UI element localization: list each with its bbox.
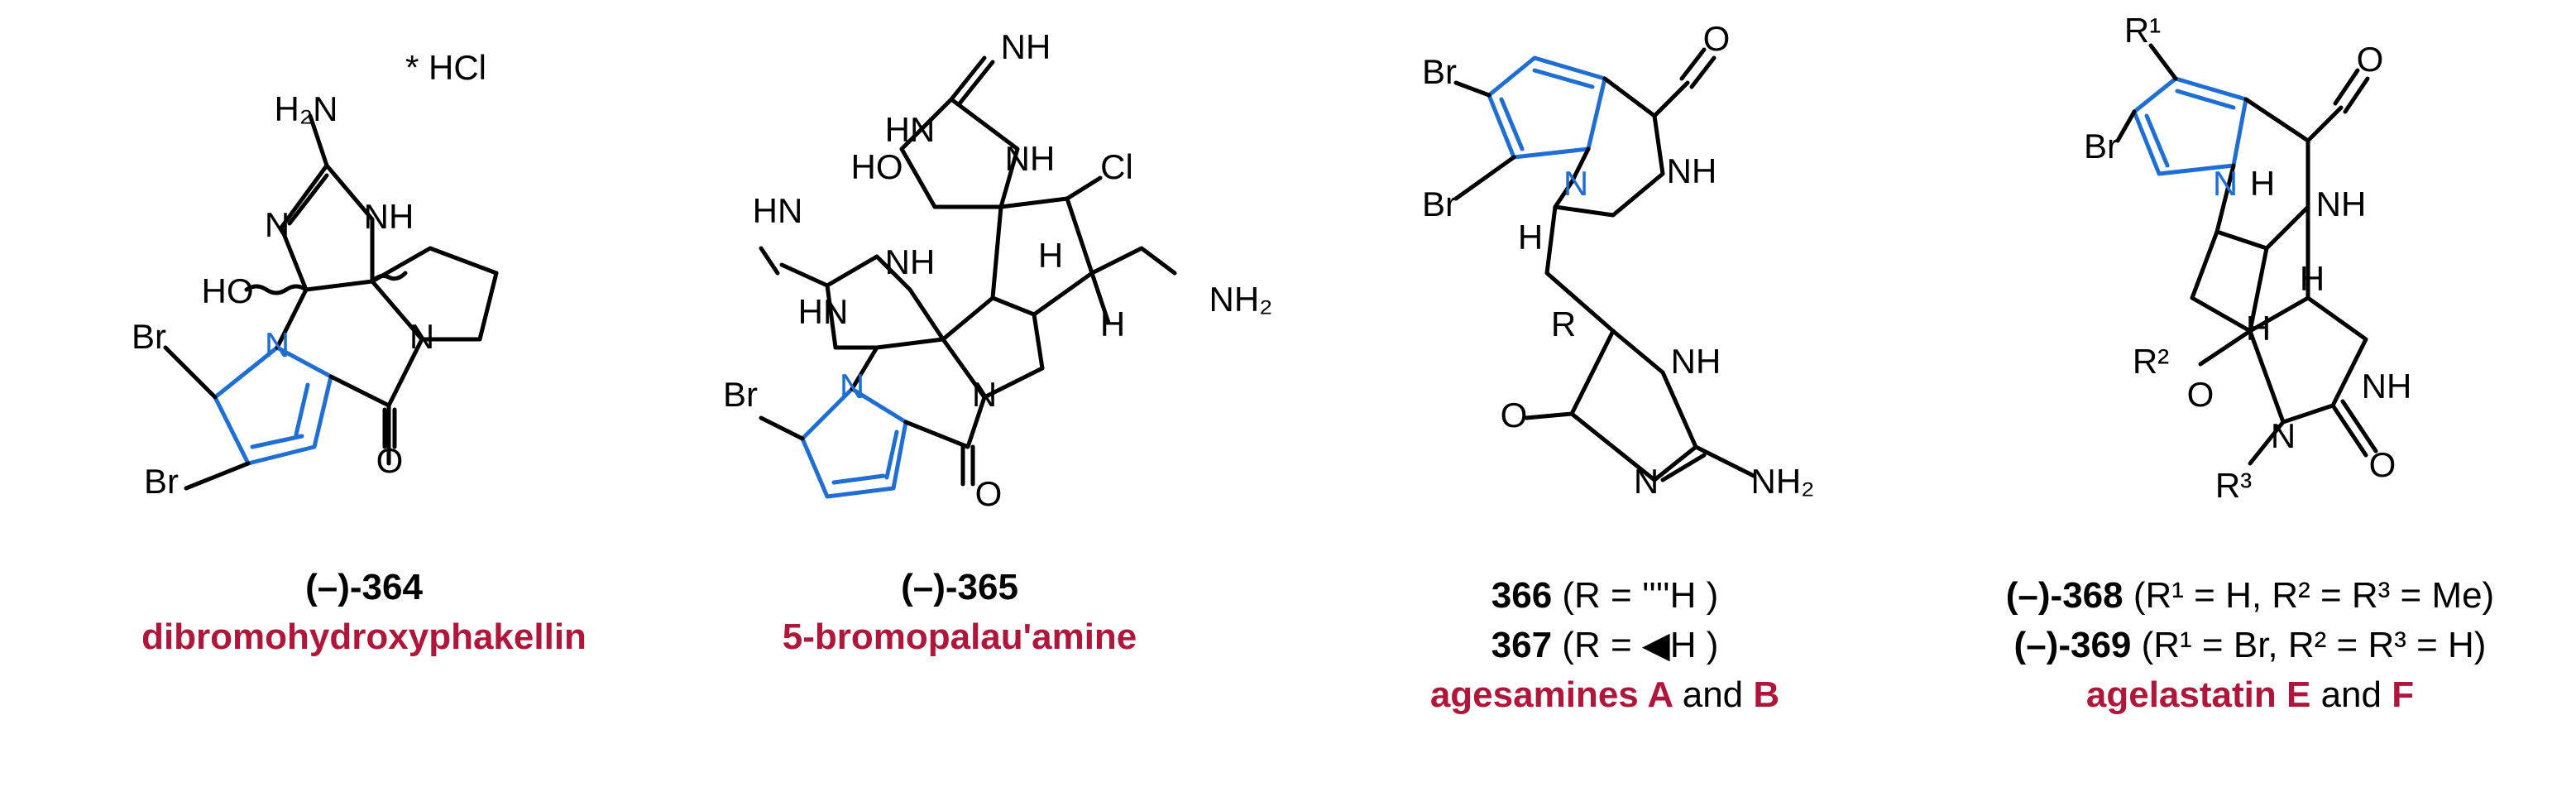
atom-br: Br (132, 317, 166, 356)
atom-n: N (2271, 416, 2296, 455)
atom-o: O (1703, 19, 1731, 58)
compound-id-368: (–)-368 (2005, 575, 2124, 616)
compound-id-364: (–)-364 (305, 567, 423, 607)
atom-n-pyrrole: N (840, 367, 864, 405)
atom-br: Br (1422, 185, 1457, 223)
atom-r1: R¹ (2124, 11, 2161, 50)
atom-n-pyrrole: N (1563, 164, 1588, 203)
atom-nh2: NH₂ (1751, 462, 1815, 501)
structure-368-369: R¹ O Br N H NH H H R² O NH N O R³ (2084, 11, 2411, 505)
caption-365: (–)-365 5-bromopalau'amine (728, 563, 1191, 662)
salt-label: * HCl (405, 48, 486, 87)
caption-368-369: (–)-368 (R¹ = H, R² = R³ = Me) (–)-369 (… (1936, 571, 2564, 720)
atom-nh: NH (1671, 342, 1721, 381)
atom-r: R (1551, 305, 1576, 343)
caption-366-367: 366 (R = ''''H ) 367 (R = ◀H ) agesamine… (1357, 571, 1853, 720)
caption-line-368: (–)-368 (R¹ = H, R² = R³ = Me) (1936, 571, 2564, 621)
caption-364: (–)-364 dibromohydroxyphakellin (132, 563, 596, 662)
atom-h: H (1518, 218, 1543, 257)
atom-n: N (409, 317, 434, 356)
atom-nh: NH (2362, 367, 2412, 405)
r-def-366: (R = ''''H ) (1562, 575, 1719, 616)
atom-h2n: H₂N (275, 89, 338, 128)
compound-id-365: (–)-365 (901, 567, 1018, 607)
compound-id-366: 366 (1491, 575, 1553, 616)
compound-names-368-369: agelastatin E and F (1936, 670, 2564, 720)
compound-name-364: dibromohydroxyphakellin (141, 617, 587, 657)
atom-n: N (972, 375, 997, 414)
name-b: F (2392, 674, 2415, 715)
atom-cl: Cl (1100, 147, 1133, 186)
r-def-368: (R¹ = H, R² = R³ = Me) (2133, 575, 2495, 616)
atom-ho: HO (851, 147, 903, 186)
compound-names-366-367: agesamines A and B (1357, 670, 1853, 720)
atom-h: H (1038, 236, 1063, 275)
structure-364: H₂N N NH HO N N Br Br O * HCl (132, 48, 499, 501)
atom-n: N (265, 205, 290, 244)
atom-o: O (2357, 40, 2384, 79)
atom-br: Br (2084, 127, 2119, 166)
atom-br: Br (144, 462, 179, 501)
and-text: and (1682, 674, 1744, 715)
r-def-367: (R = ◀H ) (1562, 625, 1719, 665)
atom-o: O (2187, 375, 2214, 414)
structure-366-367: Br Br O N NH H R NH O N NH₂ (1422, 19, 1814, 501)
atom-nh: NH (885, 242, 936, 281)
name-b: B (1753, 674, 1780, 715)
atom-n-pyrrole: N (265, 325, 290, 364)
atom-r3: R³ (2215, 466, 2252, 505)
name-a: agesamines A (1429, 674, 1673, 715)
atom-nh: NH (1667, 151, 1717, 190)
atom-hn: HN (885, 110, 936, 149)
caption-line-366: 366 (R = ''''H ) (1357, 571, 1853, 621)
atom-h: H (2300, 259, 2325, 298)
atom-h: H (2250, 164, 2275, 203)
atom-h: H (2246, 309, 2271, 348)
atom-n: NH (1005, 139, 1056, 178)
atom-br: Br (1422, 52, 1457, 91)
atom-o: O (376, 441, 404, 480)
atom-ho: HO (202, 271, 254, 310)
atom-o: O (1501, 396, 1528, 434)
r-def-369: (R¹ = Br, R² = R³ = H) (2141, 625, 2487, 665)
and-text: and (2320, 674, 2382, 715)
atom-hn: HN (753, 191, 803, 230)
atom-n: N (1634, 462, 1659, 501)
atom-h: H (1100, 305, 1125, 343)
name-a: agelastatin E (2085, 674, 2311, 715)
atom-n-pyrrole: N (2213, 164, 2238, 203)
caption-line-367: 367 (R = ◀H ) (1357, 621, 1853, 670)
atom-o: O (2369, 445, 2396, 484)
atom-nh: NH (2316, 185, 2367, 223)
structure-365: NH HN NH HO Cl HN NH H NH₂ HN H Br N N O (723, 27, 1272, 513)
atom-hn: HN (798, 292, 849, 331)
atom-nh: NH (1001, 27, 1051, 66)
atom-r2: R² (2133, 342, 2169, 381)
compound-name-365: 5-bromopalau'amine (782, 617, 1137, 657)
atom-o: O (975, 474, 1003, 513)
compound-id-367: 367 (1491, 625, 1553, 665)
caption-line-369: (–)-369 (R¹ = Br, R² = R³ = H) (1936, 621, 2564, 670)
atom-nh: NH (364, 197, 414, 236)
atom-br: Br (723, 375, 758, 414)
atom-nh2: NH₂ (1209, 280, 1273, 319)
compound-id-369: (–)-369 (2013, 625, 2132, 665)
